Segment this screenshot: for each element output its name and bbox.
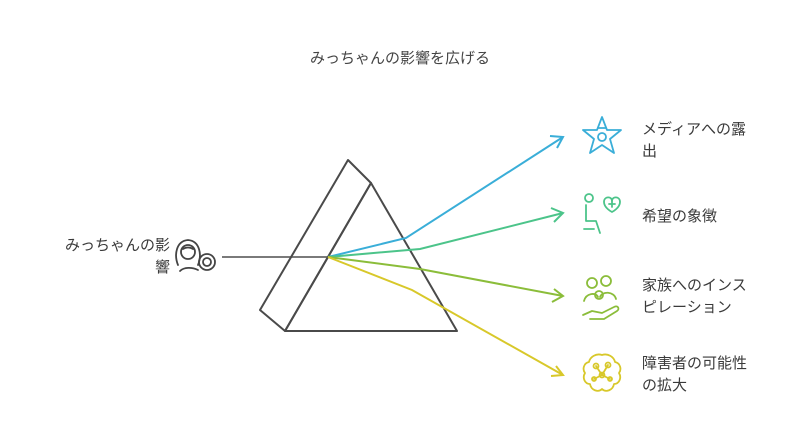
output-label-family: 家族へのインス ピレーション (642, 274, 792, 318)
output-label-hope: 希望の象徴 (642, 205, 792, 227)
output-label-family-line2: ピレーション (642, 298, 732, 316)
source-label-line1: みっちゃんの影 (64, 236, 170, 254)
family-hand-icon (582, 275, 620, 320)
output-label-disability: 障害者の可能性 の拡大 (642, 352, 792, 396)
output-label-disability-line2: の拡大 (642, 376, 688, 394)
heart-health-icon (583, 193, 621, 234)
diagram-title: みっちゃんの影響を広げる (309, 49, 490, 67)
output-label-media-line1: メディアへの露 (642, 120, 746, 138)
output-label-disability-line1: 障害者の可能性 (642, 354, 748, 372)
ray-family (327, 256, 565, 303)
brain-network-icon (582, 353, 622, 392)
output-label-media-line2: 出 (642, 142, 658, 160)
star-award-icon (582, 116, 622, 154)
output-label-hope-line1: 希望の象徴 (642, 207, 718, 225)
ray-disability (327, 256, 565, 377)
source-label-line2: 響 (154, 258, 170, 276)
ray-media (327, 135, 565, 258)
output-label-media: メディアへの露 出 (642, 118, 792, 162)
mother-baby-icon (175, 239, 216, 272)
prism-back-face (259, 159, 372, 332)
output-label-family-line1: 家族へのインス (642, 276, 747, 294)
ray-hope (327, 207, 565, 258)
prism (259, 159, 458, 332)
source-label: みっちゃんの影 響 (20, 234, 170, 278)
